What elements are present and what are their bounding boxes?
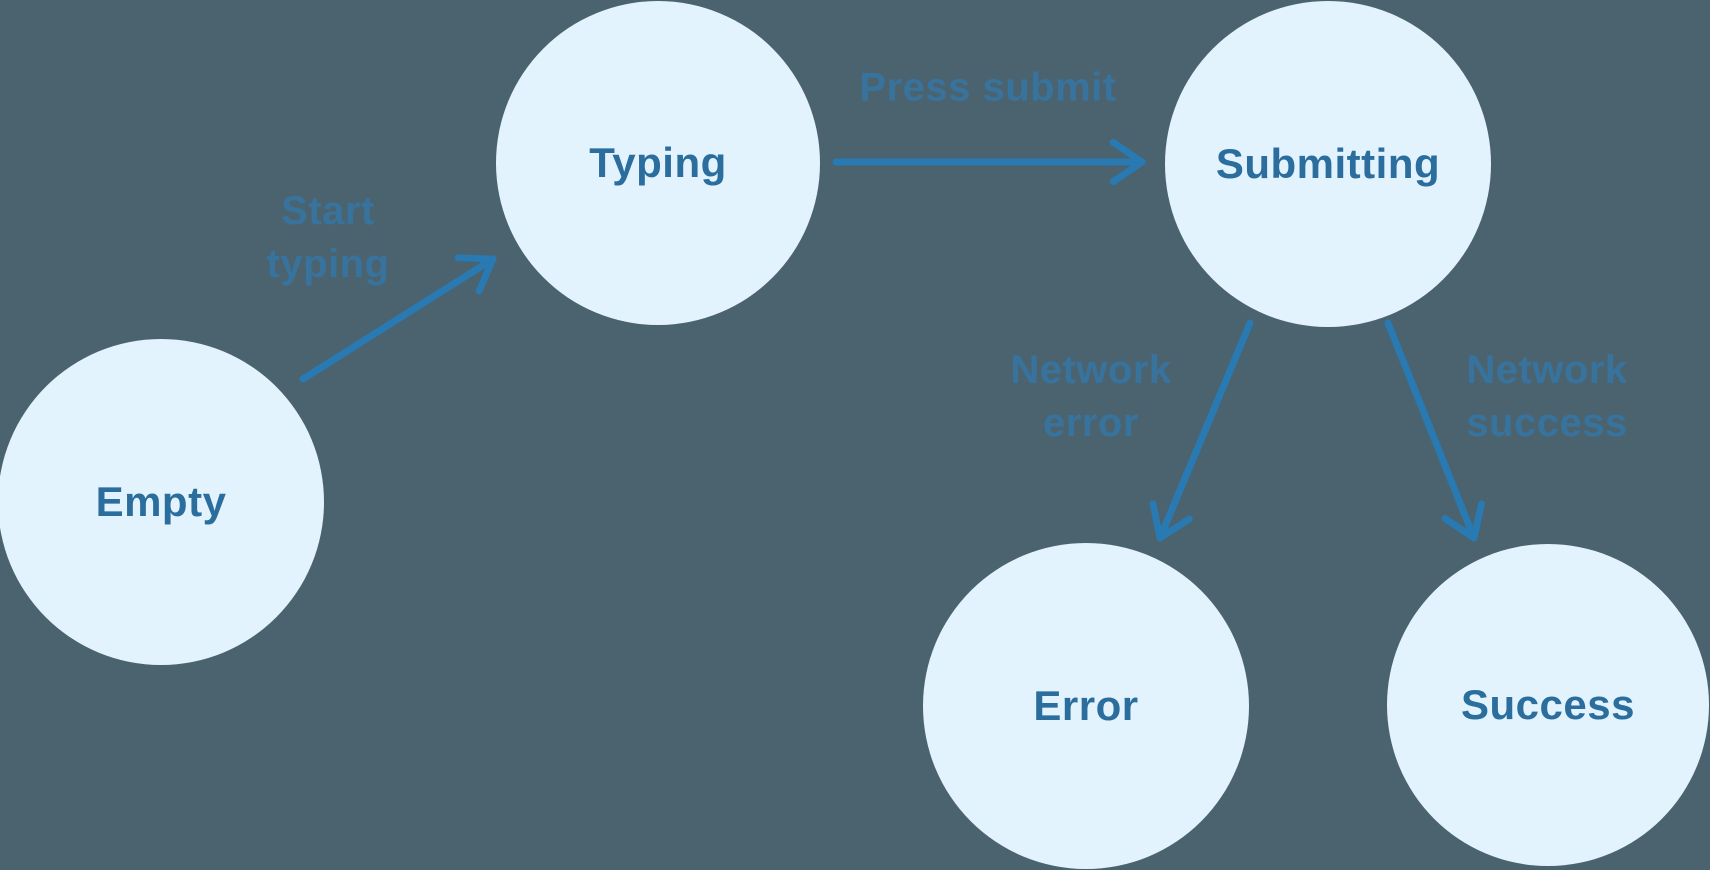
state-node-error: Error bbox=[923, 543, 1249, 869]
state-node-typing: Typing bbox=[496, 1, 820, 325]
edge-label-press-submit: Press submit bbox=[859, 62, 1116, 115]
edge-label-line: Press submit bbox=[859, 65, 1117, 110]
state-node-submitting: Submitting bbox=[1165, 1, 1491, 327]
edge-label-line: success bbox=[1466, 401, 1628, 445]
state-node-label: Empty bbox=[95, 478, 227, 525]
state-node-success: Success bbox=[1387, 544, 1709, 866]
state-node-label: Typing bbox=[589, 139, 727, 186]
state-node-label: Error bbox=[1033, 682, 1139, 729]
edge-arrow-submitting-success bbox=[1384, 319, 1485, 542]
edge-arrow-submitting-error bbox=[1149, 319, 1254, 542]
edge-label-line: Start bbox=[281, 189, 375, 233]
edge-label-line: Network bbox=[1466, 348, 1628, 392]
state-node-empty: Empty bbox=[0, 339, 324, 665]
edge-label-line: error bbox=[1043, 401, 1139, 445]
state-node-label: Success bbox=[1461, 681, 1635, 728]
edge-label-line: typing bbox=[266, 242, 390, 286]
state-node-label: Submitting bbox=[1215, 140, 1441, 187]
edge-label-line: Network bbox=[1010, 348, 1172, 392]
edge-label-network-error: Network error bbox=[1010, 344, 1171, 450]
edge-label-start-typing: Start typing bbox=[267, 185, 390, 291]
edge-label-network-success: Network success bbox=[1466, 344, 1627, 450]
